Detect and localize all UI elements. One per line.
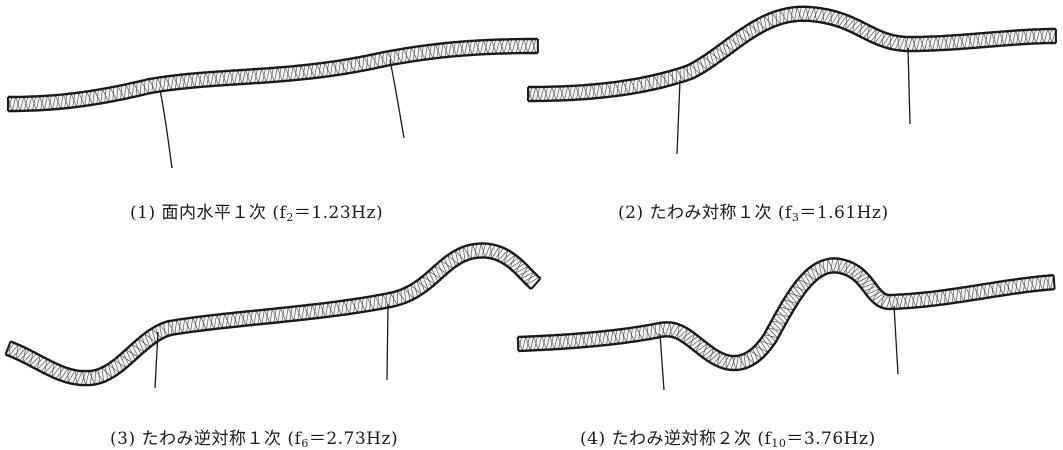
mode-shape-figure-4 — [516, 257, 1056, 391]
mode-shape-figure-1 — [6, 37, 539, 169]
girder-end-caps — [6, 38, 539, 112]
girder-top-edge — [5, 256, 532, 387]
girder-hatching — [527, 6, 1057, 102]
pier-left — [154, 331, 159, 389]
girder-top-edge — [528, 19, 1056, 103]
bridge-girder — [516, 257, 1056, 372]
pier-right — [907, 47, 911, 125]
pier-left — [676, 79, 681, 155]
mode-number: (2) — [618, 203, 644, 223]
mode-shape-panel-3: (3) たわみ逆対称１次 (f6＝2.73Hz) — [0, 230, 542, 450]
mode-shape-figure-2 — [526, 5, 1057, 155]
frequency-value: 1.61Hz — [816, 203, 882, 223]
mode-caption-3: (3) たわみ逆対称１次 (f6＝2.73Hz) — [110, 429, 399, 450]
girder-bottom-edge — [528, 5, 1056, 89]
girder-band — [8, 39, 538, 111]
mode-number: (4) — [580, 429, 606, 449]
girder-bottom-edge — [517, 257, 1054, 358]
girder-end-caps — [516, 275, 1056, 352]
mode-caption-2: (2) たわみ対称１次 (f3＝1.61Hz) — [618, 203, 889, 224]
bridge-girder — [6, 37, 539, 113]
girder-hatching — [517, 258, 1054, 371]
frequency-subscript: 2 — [286, 211, 294, 224]
girder-bottom-edge — [8, 37, 538, 99]
mode-number: (1) — [130, 203, 156, 223]
pier-left — [659, 333, 665, 391]
mode-shape-panel-4: (4) たわみ逆対称２次 (f10＝3.76Hz) — [510, 230, 1063, 450]
frequency-value: 2.73Hz — [326, 429, 391, 449]
girder-top-edge — [8, 51, 538, 113]
frequency-subscript: 3 — [791, 211, 800, 224]
pier-left — [159, 89, 173, 169]
mode-number: (3) — [110, 429, 136, 449]
girder-band — [528, 6, 1056, 102]
bridge-girder — [4, 242, 542, 387]
girder-top-edge — [518, 271, 1055, 372]
girder-band — [517, 258, 1055, 370]
girder-bottom-edge — [10, 242, 542, 373]
girder-band — [5, 243, 541, 386]
frequency-value: 1.23Hz — [311, 203, 376, 223]
frequency-value: 3.76Hz — [803, 429, 869, 449]
pier-right — [893, 305, 899, 375]
bridge-girder — [526, 5, 1057, 103]
mode-shape-figure-3 — [4, 242, 542, 389]
frequency-subscript: 10 — [771, 437, 787, 450]
mode-title: 面内水平１次 — [161, 203, 267, 223]
mode-caption-1: (1) 面内水平１次 (f2＝1.23Hz) — [130, 203, 384, 224]
pier-right — [386, 303, 389, 381]
mode-shape-panel-2: (2) たわみ対称１次 (f3＝1.61Hz) — [520, 0, 1063, 230]
mode-title: たわみ逆対称１次 — [141, 429, 282, 449]
girder-hatching — [5, 243, 540, 386]
girder-hatching — [7, 38, 537, 112]
frequency-subscript: 6 — [301, 437, 309, 450]
mode-caption-4: (4) たわみ逆対称２次 (f10＝3.76Hz) — [580, 429, 876, 450]
pier-right — [389, 59, 405, 139]
girder-end-caps — [526, 28, 1057, 102]
girder-end-caps — [4, 277, 542, 355]
mode-title: たわみ逆対称２次 — [611, 429, 752, 449]
mode-title: たわみ対称１次 — [649, 203, 772, 223]
mode-shape-panel-1: (1) 面内水平１次 (f2＝1.23Hz) — [0, 0, 540, 230]
